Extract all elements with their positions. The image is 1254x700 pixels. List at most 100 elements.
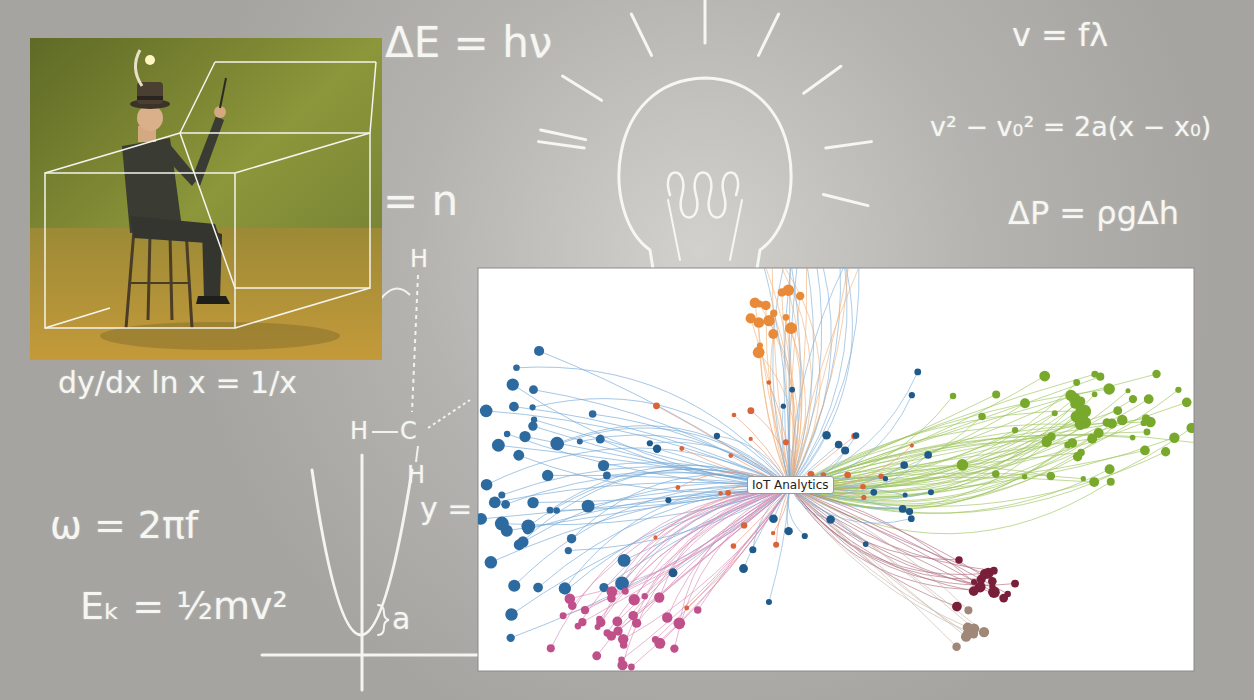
network-dot — [990, 567, 998, 575]
network-dot — [628, 664, 635, 671]
formula-label: H — [410, 246, 428, 272]
network-dot — [665, 497, 671, 503]
network-dot — [642, 593, 648, 599]
network-dot — [952, 642, 960, 650]
network-dot — [900, 461, 908, 469]
network-dot — [1105, 464, 1115, 474]
formula-label: H — [407, 462, 425, 488]
network-dot — [618, 554, 631, 567]
network-dot — [654, 592, 664, 602]
network-dot — [753, 347, 765, 359]
network-dot — [617, 660, 627, 670]
network-dot — [531, 417, 537, 423]
light-bulb — [539, 0, 872, 300]
network-dot — [1039, 371, 1050, 382]
network-dot — [1092, 391, 1098, 397]
network-dot — [746, 313, 756, 323]
network-dot — [906, 508, 913, 515]
network-dot — [749, 546, 756, 553]
network-dot — [992, 470, 1000, 478]
network-link — [790, 487, 1004, 598]
network-dot — [563, 587, 569, 593]
network-dot — [495, 517, 509, 531]
network-dot — [1022, 474, 1027, 479]
network-dot — [732, 413, 737, 418]
network-dot — [969, 586, 979, 596]
network-link — [790, 487, 966, 637]
network-dot — [1140, 446, 1150, 456]
network-dot — [768, 329, 778, 339]
network-dot — [1169, 433, 1179, 443]
formula-label: ΔE = hν — [385, 20, 552, 66]
network-dot — [578, 618, 586, 626]
formula-label: ΔP = ρgΔh — [1008, 196, 1179, 231]
network-dot — [964, 606, 972, 614]
molecule-sketch — [372, 275, 470, 462]
network-dot — [718, 491, 722, 495]
formula-label: v = fλ — [1012, 18, 1108, 53]
network-dot — [1071, 411, 1083, 423]
network-dot — [766, 380, 771, 385]
network-link — [790, 487, 957, 647]
network-dot — [1103, 383, 1115, 394]
network-link — [698, 487, 790, 610]
network-dot — [550, 437, 563, 450]
network-link — [674, 487, 790, 649]
network-dot — [910, 444, 914, 448]
network-dot — [492, 439, 505, 452]
network-dot — [883, 476, 888, 481]
network-link — [790, 268, 852, 487]
network-dot — [589, 410, 597, 418]
network-dot — [1125, 388, 1130, 393]
network-dot — [505, 608, 517, 620]
network-dot — [796, 292, 804, 300]
network-link — [673, 487, 790, 573]
network-dot — [501, 500, 510, 509]
light-ray — [826, 142, 872, 148]
network-link — [623, 487, 790, 665]
painting-man-in-box — [30, 38, 382, 360]
network-dot — [480, 405, 493, 418]
network-dot — [694, 606, 701, 613]
hub-label-box: IoT Analytics — [747, 476, 834, 494]
network-dot — [1175, 387, 1181, 393]
network-dot — [1075, 396, 1085, 406]
network-graph-panel — [475, 262, 1201, 671]
network-dot — [673, 617, 685, 629]
network-dot — [957, 459, 969, 471]
network-link — [790, 268, 848, 487]
network-dot — [485, 556, 498, 569]
network-dot — [1052, 410, 1058, 416]
network-dot — [668, 568, 677, 577]
formula-label: v² − v₀² = 2a(x − x₀) — [930, 112, 1211, 142]
network-link — [790, 417, 1085, 487]
network-dot — [714, 433, 720, 439]
network-dot — [504, 431, 511, 438]
network-dot — [507, 378, 519, 390]
network-link — [656, 406, 790, 487]
network-dot — [1047, 472, 1056, 481]
network-dot — [749, 437, 753, 441]
formula-label: C — [400, 418, 417, 444]
light-ray — [541, 130, 586, 140]
network-dot — [612, 617, 622, 627]
network-dot — [860, 484, 866, 490]
network-dot — [980, 569, 990, 579]
network-link — [621, 487, 790, 660]
network-dot — [1081, 476, 1086, 481]
network-dot — [533, 583, 543, 593]
network-dot — [560, 612, 567, 619]
formula-label: a — [392, 602, 410, 635]
network-dot — [928, 489, 934, 495]
network-link — [790, 487, 973, 634]
network-link — [790, 487, 1015, 585]
network-dot — [1020, 398, 1030, 408]
hub-label: IoT Analytics — [752, 478, 829, 492]
network-dot — [988, 577, 997, 586]
network-link — [769, 487, 790, 602]
network-dot — [1012, 427, 1018, 433]
network-link — [789, 268, 798, 487]
network-link — [790, 268, 861, 487]
network-link — [623, 487, 790, 639]
